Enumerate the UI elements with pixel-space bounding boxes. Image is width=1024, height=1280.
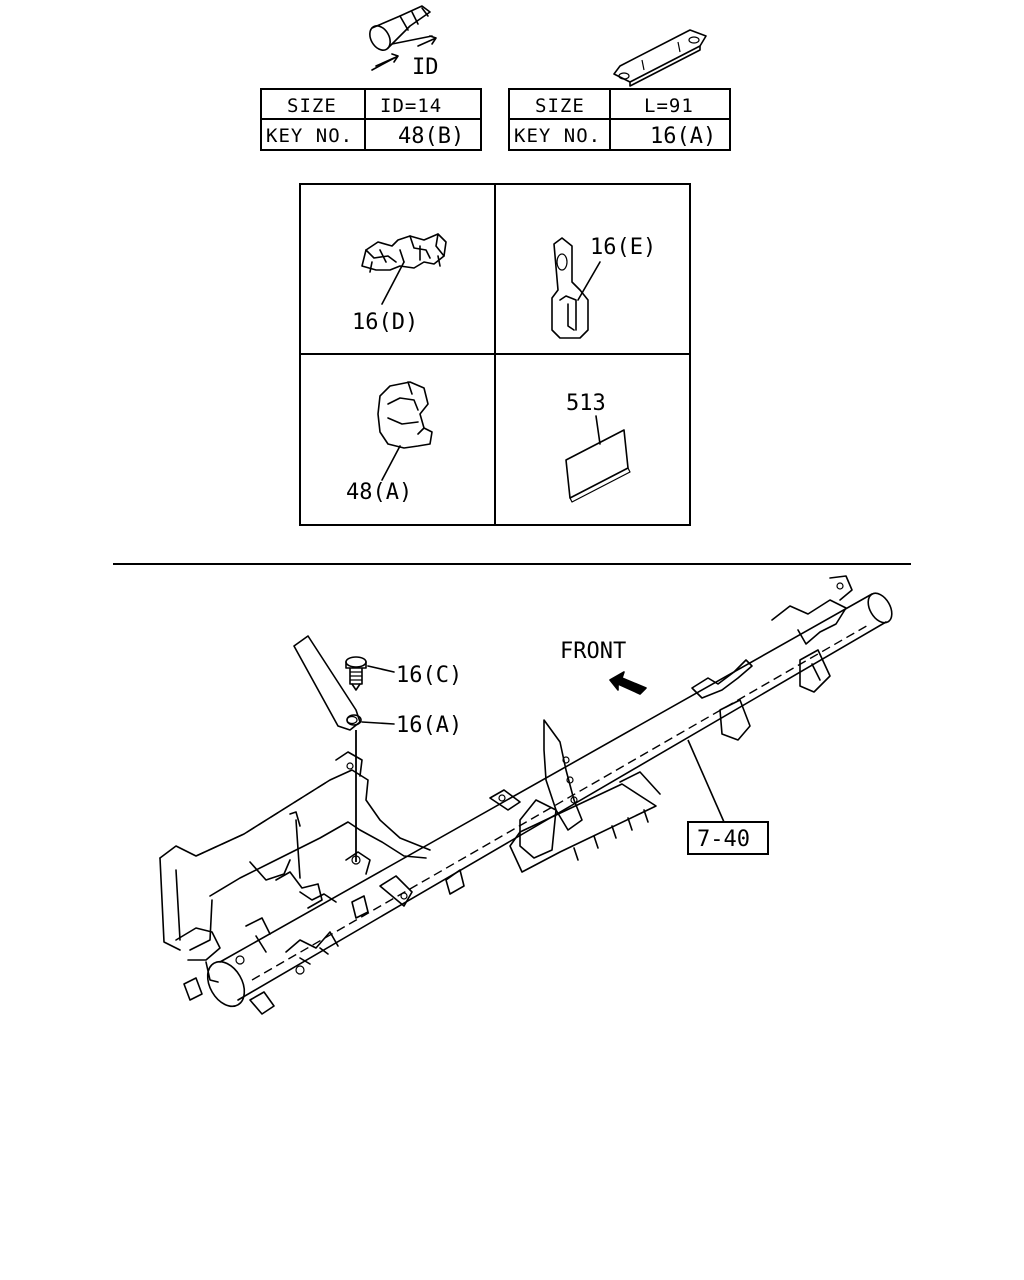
clip-size-value: ID=14 — [380, 95, 442, 117]
strap-spec-table: SIZE L=91 KEY NO. 16(A) — [508, 88, 731, 151]
bolt-16c — [345, 656, 367, 691]
part-16d-label: 16(D) — [352, 310, 418, 335]
callout-16a-label: 16(A) — [396, 713, 462, 738]
strap-size-header: SIZE — [535, 95, 585, 117]
ref-leader-line — [687, 739, 725, 823]
ref-7-40-box: 7-40 — [687, 821, 769, 855]
clip-key-value: 48(B) — [398, 124, 464, 149]
strap-key-header: KEY NO. — [514, 125, 601, 147]
clip-size-header: SIZE — [287, 95, 337, 117]
dimension-label: ID — [412, 55, 439, 80]
part-48a-label: 48(A) — [346, 480, 412, 505]
clip-spec-table: SIZE ID=14 KEY NO. 48(B) — [260, 88, 482, 151]
clip-16d-illustration: 16(D) — [352, 233, 447, 335]
strap-illustration — [613, 29, 707, 87]
part-513-label: 513 — [566, 391, 606, 416]
strap-16a-assembly — [293, 635, 362, 731]
ref-7-40-label: 7-40 — [697, 827, 750, 852]
clip-16e-illustration: 16(E) — [551, 235, 656, 339]
pad-513-illustration: 513 — [565, 391, 631, 503]
strap-size-value: L=91 — [644, 95, 694, 117]
callout-16c-label: 16(C) — [396, 663, 462, 688]
cross-member-frame — [159, 575, 893, 1015]
clip-id-illustration: ID — [369, 5, 439, 80]
parts-grid — [299, 183, 691, 526]
clip-key-header: KEY NO. — [266, 125, 353, 147]
strap-key-value: 16(A) — [650, 124, 716, 149]
clip-48a-illustration: 48(A) — [346, 381, 433, 505]
front-direction-indicator: FRONT — [560, 639, 647, 695]
part-16e-label: 16(E) — [590, 235, 656, 260]
front-label: FRONT — [560, 639, 626, 664]
